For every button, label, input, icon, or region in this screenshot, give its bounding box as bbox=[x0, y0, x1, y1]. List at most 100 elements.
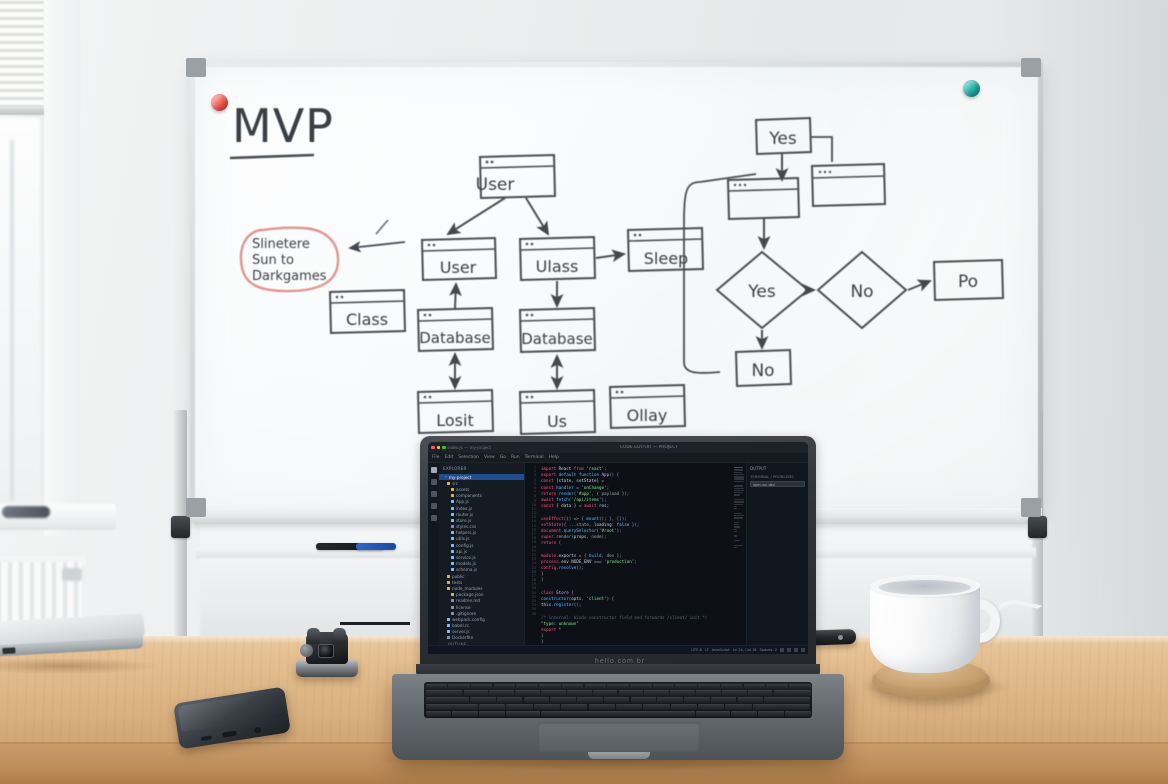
keyboard-key[interactable] bbox=[630, 697, 657, 703]
keyboard-key[interactable] bbox=[657, 697, 683, 703]
keyboard-key[interactable] bbox=[730, 710, 757, 717]
keyboard-key[interactable] bbox=[789, 683, 811, 690]
explorer-item[interactable]: OUTLINE bbox=[439, 641, 524, 645]
keyboard-key[interactable] bbox=[764, 697, 811, 703]
keyboard-key[interactable] bbox=[479, 704, 506, 710]
keyboard-key[interactable] bbox=[566, 690, 592, 696]
keyboard-key[interactable] bbox=[743, 683, 766, 690]
keyboard-key[interactable] bbox=[603, 697, 630, 703]
explorer-item[interactable]: api.js bbox=[439, 548, 524, 554]
macbook-laptop[interactable]: index.js — my-project CODE EDITOR — PROJ… bbox=[392, 436, 844, 760]
explorer-item[interactable]: tests bbox=[439, 579, 524, 585]
keyboard-key[interactable] bbox=[725, 704, 752, 710]
explorer-item[interactable]: store.js bbox=[439, 517, 524, 523]
explorer-item[interactable]: public bbox=[439, 573, 524, 579]
explorer-item[interactable]: babel.rc bbox=[439, 623, 524, 629]
code-editor-text[interactable]: import React from 'react'; export defaul… bbox=[538, 463, 732, 645]
keyboard-key[interactable] bbox=[698, 683, 720, 690]
keyboard-key[interactable] bbox=[747, 690, 773, 696]
explorer-item[interactable]: index.js bbox=[439, 505, 524, 511]
keyboard-key[interactable] bbox=[752, 704, 811, 710]
search-icon[interactable] bbox=[430, 479, 437, 485]
keyboard-key[interactable] bbox=[539, 683, 561, 690]
keyboard-key[interactable] bbox=[773, 690, 811, 696]
keyboard-row[interactable] bbox=[425, 690, 811, 696]
explorer-item[interactable]: license bbox=[439, 604, 524, 610]
keyboard-key[interactable] bbox=[448, 683, 470, 690]
explorer-item[interactable]: service.js bbox=[439, 554, 524, 560]
menu-item-help[interactable]: Help bbox=[548, 455, 559, 460]
keyboard-key[interactable] bbox=[516, 683, 538, 690]
keyboard-key[interactable] bbox=[425, 704, 478, 710]
keyboard-key[interactable] bbox=[652, 683, 675, 690]
explorer-item[interactable]: readme.md bbox=[439, 598, 524, 604]
status-bar-icon[interactable] bbox=[794, 648, 798, 652]
keyboard-row[interactable] bbox=[425, 683, 811, 690]
keyboard-key[interactable] bbox=[541, 690, 566, 696]
keyboard-key[interactable] bbox=[550, 697, 576, 703]
status-bar-item[interactable]: Ln 24, Col 18 bbox=[732, 648, 757, 652]
explorer-item[interactable]: components bbox=[439, 493, 524, 499]
explorer-item[interactable]: styles.css bbox=[439, 524, 524, 530]
files-icon[interactable] bbox=[430, 467, 437, 473]
status-bar-item[interactable]: JavaScript bbox=[711, 648, 730, 652]
keyboard-key[interactable] bbox=[561, 683, 584, 690]
keyboard-key[interactable] bbox=[644, 690, 670, 696]
side-panel-input[interactable]: npm run dev bbox=[750, 481, 805, 487]
maximize-icon[interactable] bbox=[442, 445, 446, 450]
keyboard-key[interactable] bbox=[561, 704, 588, 710]
menu-item-terminal[interactable]: Terminal bbox=[524, 455, 544, 460]
menu-item-selection[interactable]: Selection bbox=[458, 455, 479, 460]
explorer-item[interactable]: schema.js bbox=[439, 567, 524, 573]
status-bar-icon[interactable] bbox=[787, 648, 791, 652]
keyboard-key[interactable] bbox=[493, 683, 516, 690]
explorer-root[interactable]: ▾ my-project bbox=[439, 474, 524, 481]
keyboard-key[interactable] bbox=[615, 704, 643, 710]
keyboard-key[interactable] bbox=[710, 697, 737, 703]
menu-item-run[interactable]: Run bbox=[510, 455, 520, 460]
explorer-item[interactable]: node_modules bbox=[439, 585, 524, 591]
keyboard-key[interactable] bbox=[425, 710, 452, 717]
keyboard-key[interactable] bbox=[425, 690, 463, 696]
keyboard-key[interactable] bbox=[720, 683, 743, 690]
menu-item-go[interactable]: Go bbox=[499, 455, 506, 460]
keyboard-key[interactable] bbox=[629, 683, 652, 690]
macbook-trackpad[interactable] bbox=[538, 722, 700, 752]
menu-item-edit[interactable]: Edit bbox=[444, 455, 454, 460]
explorer-item[interactable]: config.js bbox=[439, 542, 524, 548]
explorer-item[interactable]: webpack.config bbox=[439, 616, 524, 622]
explorer-item[interactable]: models.js bbox=[439, 561, 524, 567]
status-bar-icon[interactable] bbox=[780, 648, 784, 652]
menu-item-file[interactable]: File bbox=[432, 455, 440, 460]
keyboard-key[interactable] bbox=[784, 710, 811, 717]
keyboard-key[interactable] bbox=[670, 690, 695, 696]
explorer-item[interactable]: assets bbox=[439, 486, 524, 492]
keyboard-key[interactable] bbox=[425, 683, 448, 690]
debug-icon[interactable] bbox=[430, 503, 437, 509]
keyboard-key[interactable] bbox=[618, 690, 644, 696]
keyboard-key[interactable] bbox=[766, 683, 788, 690]
explorer-item[interactable]: utils.js bbox=[439, 536, 524, 542]
keyboard-key[interactable] bbox=[506, 710, 540, 717]
keyboard-key[interactable] bbox=[540, 710, 696, 717]
keyboard-row[interactable] bbox=[425, 710, 811, 717]
close-icon[interactable] bbox=[431, 445, 435, 450]
keyboard-key[interactable] bbox=[670, 704, 697, 710]
editor-minimap[interactable] bbox=[732, 463, 746, 645]
keyboard-key[interactable] bbox=[515, 690, 540, 696]
explorer-item[interactable]: router.js bbox=[439, 511, 524, 517]
keyboard-key[interactable] bbox=[584, 683, 607, 690]
keyboard-key[interactable] bbox=[698, 704, 725, 710]
status-bar-item[interactable]: Spaces: 2 bbox=[759, 648, 777, 652]
source-control-icon[interactable] bbox=[430, 491, 437, 497]
keyboard-key[interactable] bbox=[696, 690, 721, 696]
explorer-item[interactable]: src bbox=[439, 480, 524, 486]
keyboard-key[interactable] bbox=[506, 704, 533, 710]
status-bar-icon[interactable] bbox=[801, 648, 805, 652]
keyboard-key[interactable] bbox=[425, 697, 469, 703]
keyboard-key[interactable] bbox=[496, 697, 523, 703]
keyboard-key[interactable] bbox=[533, 704, 561, 710]
keyboard-row[interactable] bbox=[425, 704, 811, 710]
editor-side-panel[interactable]: OUTPUT TERMINAL / PROBLEMS npm run dev bbox=[746, 463, 808, 645]
